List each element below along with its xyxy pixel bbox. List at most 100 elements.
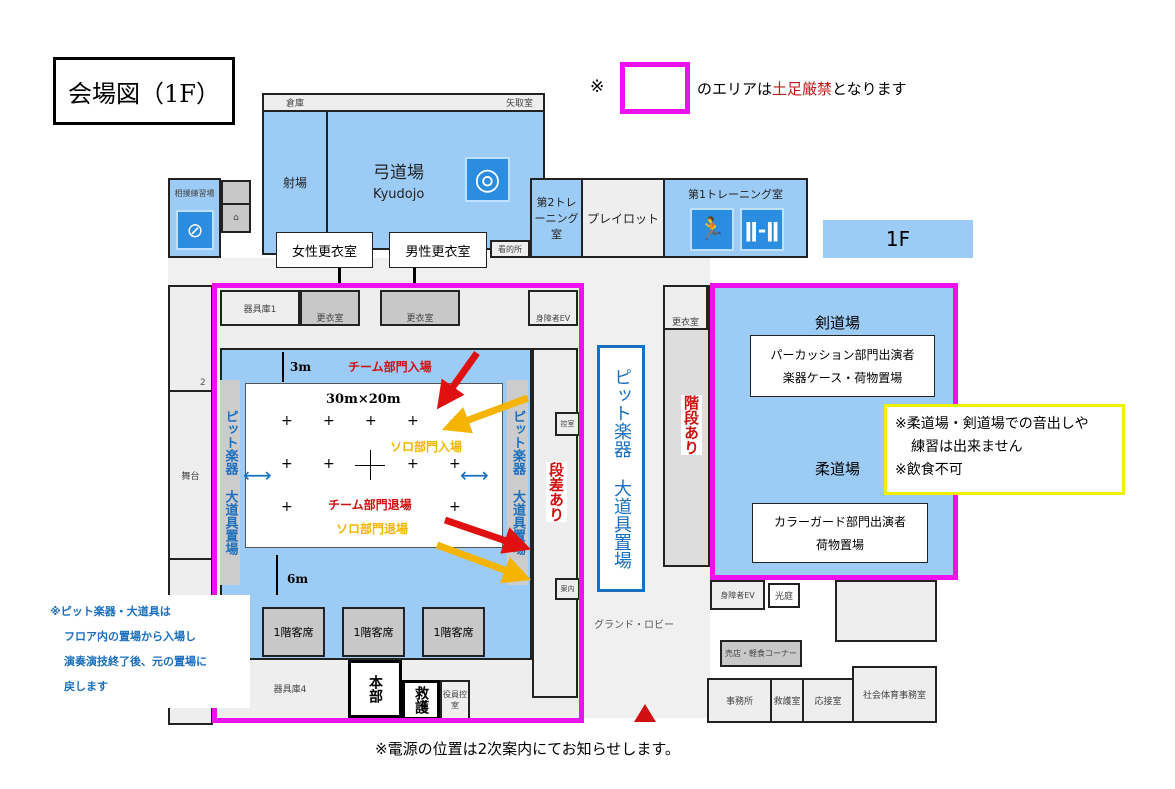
shajo-label: 射場 [282, 176, 307, 190]
room-kyugoshitsu: 救護室 [770, 678, 804, 723]
kyoin1-label: 器具庫1 [243, 304, 277, 315]
training2-label: 第2トレーニング室 [534, 196, 579, 241]
step-text: 段差あり [547, 462, 565, 522]
warning-box: ※柔道場・剣道場での音出しや 練習は出来ません ※飲食不可 [884, 404, 1125, 495]
room-kanteki: 看的所 [490, 240, 530, 258]
dim-6m: 6m [287, 572, 309, 586]
room-kyoin4: 器具庫4 [250, 668, 330, 708]
solo-enter-label: ソロ部門入場 [390, 440, 463, 454]
colorguard-box: カラーガード部門出演者荷物置場 [752, 503, 928, 563]
entrance-triangle [634, 704, 656, 722]
room-ev: 身障者EV [528, 290, 578, 326]
room-women-locker: 更衣室 [300, 290, 360, 326]
room-baiten: 売店・軽食コーナー [720, 640, 802, 667]
notice-mark: ※ [590, 77, 605, 97]
pit-storage-lobby: ピット楽器 大道具置場 [597, 345, 645, 592]
no-sumo-icon: ⊘ [176, 210, 214, 250]
dim-3m: 3m [290, 360, 312, 374]
floor-label: 1F [823, 220, 973, 258]
seat-3-label: 1階客席 [433, 626, 474, 639]
shower-room [221, 180, 251, 205]
stage-grid-mark: + [281, 413, 293, 429]
kendojo-label: 剣道場 [815, 314, 861, 332]
stage-grid-mark: + [281, 499, 293, 515]
pit-note-1: ※ピット楽器・大道具は [50, 605, 171, 618]
colorguard-text-2: 荷物置場 [815, 538, 864, 552]
stage-grid-mark: + [407, 456, 419, 472]
souko-label: 倉庫 [286, 99, 305, 109]
pit-lobby-text: ピット楽器 大道具置場 [611, 368, 632, 569]
kyugoshitsu-label: 救護室 [773, 697, 801, 707]
kyudojo-en-label: Kyudojo [373, 187, 425, 202]
legend-magenta-box [620, 62, 690, 114]
room-number-2: 2 [200, 378, 206, 388]
left-pit-arrow: ⟷ [243, 463, 272, 487]
jimusho-label: 事務所 [725, 697, 753, 707]
right-pit-arrow: ⟷ [460, 463, 489, 487]
room-ev2: 身障者EV [710, 580, 765, 610]
annai-label: 案内 [560, 585, 575, 593]
honbu-text: 本部 [367, 675, 383, 703]
percussion-box: パーカッション部門出演者楽器ケース・荷物置場 [750, 335, 935, 397]
stage-grid-mark: + [323, 456, 335, 472]
women-koishitsu-label: 更衣室 [316, 314, 344, 324]
stage-grid-mark: + [449, 499, 461, 515]
seat-block-3: 1階客席 [422, 607, 485, 657]
center-cross-v [370, 450, 371, 480]
percussion-text: パーカッション部門出演者 [770, 348, 915, 362]
warning-line-1: ※柔道場・剣道場での音出しや [895, 416, 1089, 432]
team-enter-label: チーム部門入場 [348, 360, 432, 374]
room-shajo: 射場 [262, 110, 328, 255]
pit-storage-left: ピット楽器 大道具置場 [220, 380, 240, 585]
shakai-label: 社会体育事務室 [862, 691, 926, 701]
solo-exit-label: ソロ部門退場 [336, 522, 409, 536]
men-koishitsu-label: 更衣室 [406, 314, 434, 324]
kanteki-label: 看的所 [498, 244, 522, 254]
stairs-text: 階段あり [682, 395, 700, 455]
dim-3m-arrow [282, 352, 284, 382]
notice-before: のエリアは [697, 80, 773, 98]
pit-note-2: フロア内の置場から入場し [64, 630, 196, 643]
notice-text: のエリアは土足厳禁となります [697, 78, 907, 99]
men-locker-label: 男性更衣室 [389, 232, 487, 268]
room-shakai: 社会体育事務室 [852, 666, 937, 723]
yatori-label: 矢取室 [505, 99, 533, 109]
hikae-label: 控室 [560, 420, 575, 428]
page-title: 会場図（1F） [68, 79, 220, 108]
stage-grid-mark: + [365, 413, 377, 429]
warning-line-2: 練習は出来ません [911, 439, 1023, 455]
baiten-label: 売店・軽食コーナー [725, 649, 797, 658]
stage-grid-mark: + [323, 413, 335, 429]
stage-size: 30m×20m [326, 392, 401, 407]
percussion-text-2: 楽器ケース・荷物置場 [782, 371, 903, 385]
right-rooms-column [532, 348, 578, 698]
stairs-warning: 階段あり [681, 395, 702, 455]
room-playlot: プレイロット [581, 178, 665, 258]
pit-note-box: ※ピット楽器・大道具は フロア内の置場から入場し 演奏演技終了後、元の置場に 戻… [40, 595, 250, 708]
room-training2: 第2トレーニング室 [530, 178, 583, 258]
block-right-a [835, 580, 937, 642]
team-enter-arrow [436, 350, 480, 410]
sumo-label: 相撲練習場 [174, 189, 215, 198]
solo-exit-arrow [435, 541, 532, 584]
women-locker-label: 女性更衣室 [276, 232, 373, 268]
team-exit-arrow [443, 516, 532, 554]
target-icon: ◎ [465, 157, 510, 202]
women-locker-text: 女性更衣室 [291, 244, 357, 260]
yakuin-label: 役員控室 [443, 690, 467, 710]
judojo-label: 柔道場 [815, 460, 861, 478]
warning-line-3: ※飲食不可 [895, 462, 963, 478]
mid-koishitsu-label: 更衣室 [671, 318, 699, 328]
stage-grid-mark: + [281, 456, 293, 472]
room-jimusho: 事務所 [707, 678, 772, 723]
pit-right-text: ピット楽器 大道具置場 [510, 410, 525, 555]
kyugo-text: 救護 [413, 686, 429, 714]
pit-note-3: 演奏演技終了後、元の置場に [64, 655, 207, 668]
room-osetsu: 応接室 [802, 678, 854, 723]
seat-block-2: 1階客席 [342, 607, 405, 657]
seat-block-1: 1階客席 [262, 607, 325, 657]
no-shoes-area-main [212, 283, 584, 723]
room-men-locker: 更衣室 [380, 290, 460, 326]
men-locker-text: 男性更衣室 [405, 244, 471, 260]
